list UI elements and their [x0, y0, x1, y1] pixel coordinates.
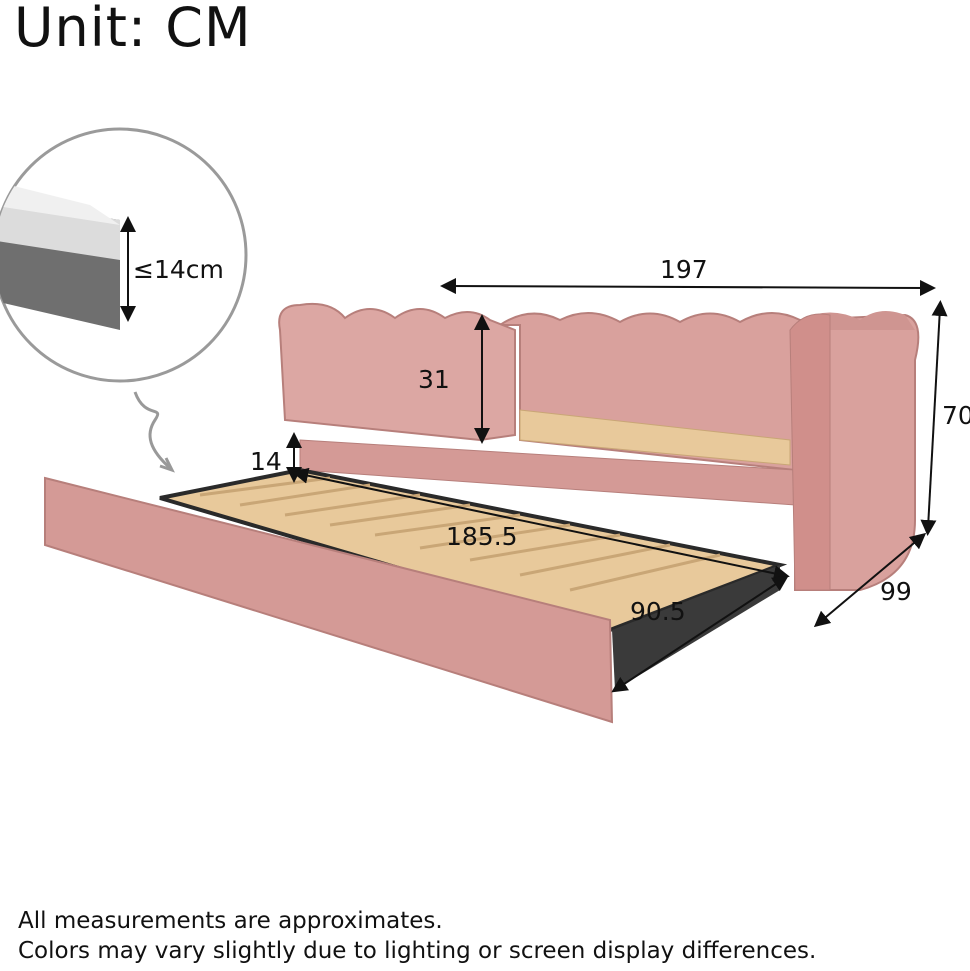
guard-height-label: 31: [418, 365, 450, 394]
curved-arrow-icon: [133, 391, 172, 470]
mattress-thickness-label: ≤14cm: [133, 255, 224, 284]
trundle: [44, 467, 788, 724]
depth-label: 99: [880, 577, 912, 606]
length-label: 197: [660, 255, 708, 284]
trundle-width-label: 90.5: [630, 597, 686, 626]
mattress-inset: ≤14cm: [0, 127, 248, 383]
depth-arrow: [813, 532, 927, 628]
daybed-frame: [278, 302, 920, 591]
height-arrow: [920, 300, 948, 536]
trundle-width-arrow: [611, 575, 789, 693]
clearance-label: 14: [250, 447, 282, 476]
trundle-length-arrow: [292, 467, 790, 582]
height-label: 70: [942, 401, 970, 430]
length-arrow: [440, 278, 936, 296]
trundle-length-label: 185.5: [446, 522, 518, 551]
footer-note-2: Colors may vary slightly due to lighting…: [18, 938, 817, 964]
footer-note-1: All measurements are approximates.: [18, 908, 443, 934]
unit-label: Unit: CM: [14, 0, 252, 59]
